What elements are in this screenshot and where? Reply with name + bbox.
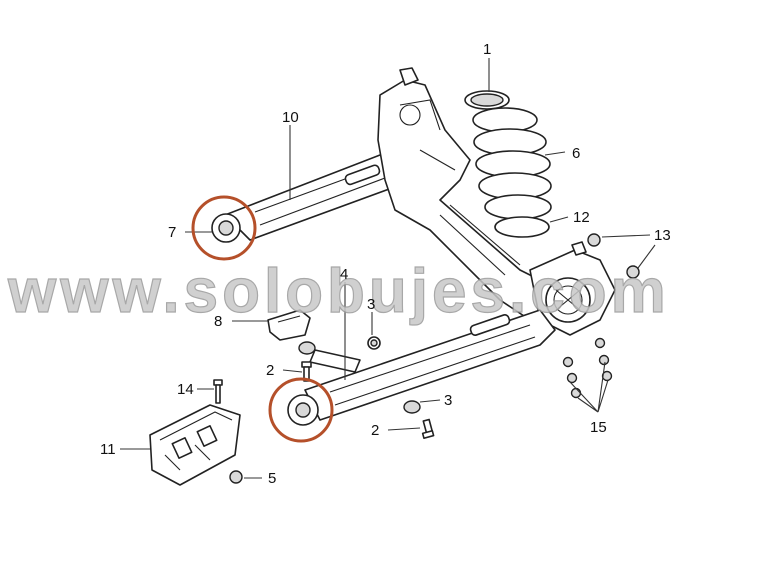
callout-2-upper: 2 (266, 362, 274, 379)
bushing-bracket (298, 341, 316, 355)
bracket (267, 309, 311, 341)
callout-2-lower: 2 (371, 422, 379, 439)
nut-13-b (626, 265, 640, 279)
callout-10: 10 (282, 109, 299, 126)
bushing-3-lower (403, 400, 421, 414)
callout-8: 8 (214, 313, 222, 330)
callout-labels: 1 6 12 10 7 13 4 3 8 2 3 2 14 11 5 15 (100, 41, 671, 487)
callout-7: 7 (168, 224, 176, 241)
callout-5: 5 (268, 470, 276, 487)
nut-13-a (587, 233, 601, 247)
callout-11: 11 (100, 441, 116, 458)
callout-3-lower: 3 (444, 392, 452, 409)
callout-12: 12 (573, 209, 590, 226)
upper-control-arm (224, 154, 406, 241)
nut-5 (229, 470, 243, 484)
nuts-15 (562, 337, 613, 399)
bolt-14 (213, 379, 223, 404)
bushing-3-upper (367, 336, 381, 350)
callout-4: 4 (340, 266, 348, 283)
highlight-bushing-7 (191, 195, 257, 261)
coil-spring (464, 90, 552, 238)
bolt-2-lower (421, 418, 435, 439)
leader-lines (120, 58, 656, 479)
callout-14: 14 (177, 381, 194, 398)
knuckle (529, 241, 616, 336)
lateral-link (309, 349, 361, 373)
callout-1: 1 (483, 41, 491, 58)
callout-15: 15 (590, 419, 607, 436)
bolt-2-upper (301, 361, 312, 382)
mounting-bracket (149, 404, 241, 486)
callout-3-upper: 3 (367, 296, 375, 313)
bushing-lower (287, 394, 319, 426)
bushing-upper (211, 213, 241, 243)
spring-seat (470, 93, 504, 107)
callout-6: 6 (572, 145, 580, 162)
bracket-rib (277, 315, 301, 323)
highlight-bushing-lower (268, 377, 334, 443)
watermark-text: www.solobujes.com (7, 257, 670, 326)
callout-13: 13 (654, 227, 671, 244)
